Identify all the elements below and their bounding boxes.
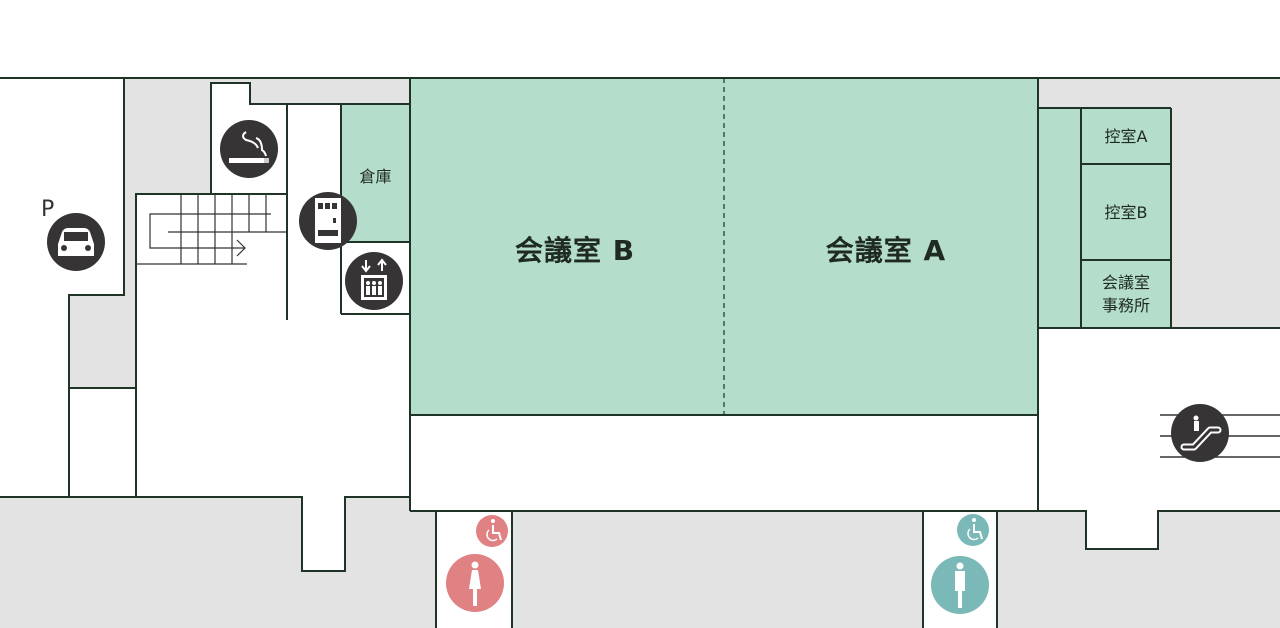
white-floor [0, 78, 1280, 628]
conference-office-label-line1: 会議室 [1101, 273, 1150, 292]
waiting-room-b[interactable] [1081, 164, 1171, 260]
waiting-room-b-label: 控室B [1104, 203, 1148, 222]
walls [0, 77, 1280, 628]
parking-car-icon[interactable] [47, 213, 105, 271]
side-corridor-green [1038, 108, 1081, 328]
staircase [136, 194, 287, 265]
rooms [341, 78, 1171, 415]
conference-office[interactable] [1081, 260, 1171, 328]
conference-room-a[interactable] [724, 78, 1038, 415]
escalator-icon[interactable] [1171, 404, 1229, 462]
parking-label: P [41, 197, 55, 222]
wheelchair-accessible-icon [476, 515, 508, 547]
female-toilet-icon[interactable] [446, 554, 504, 612]
smoking-area-icon[interactable] [220, 120, 278, 178]
vending-machine-icon[interactable] [299, 192, 357, 250]
waiting-room-a-label: 控室A [1104, 127, 1148, 146]
waiting-room-a[interactable] [1081, 108, 1171, 164]
conference-room-a-label: 会議室 A [825, 234, 947, 267]
conference-room-b-label: 会議室 B [514, 234, 636, 267]
conference-room-b[interactable] [410, 78, 724, 415]
conference-office-label-line2: 事務所 [1101, 296, 1150, 315]
elevator-icon[interactable] [345, 252, 403, 310]
male-toilet-icon[interactable] [931, 556, 989, 614]
storage-label: 倉庫 [359, 167, 392, 186]
wheelchair-accessible-icon [957, 514, 989, 546]
